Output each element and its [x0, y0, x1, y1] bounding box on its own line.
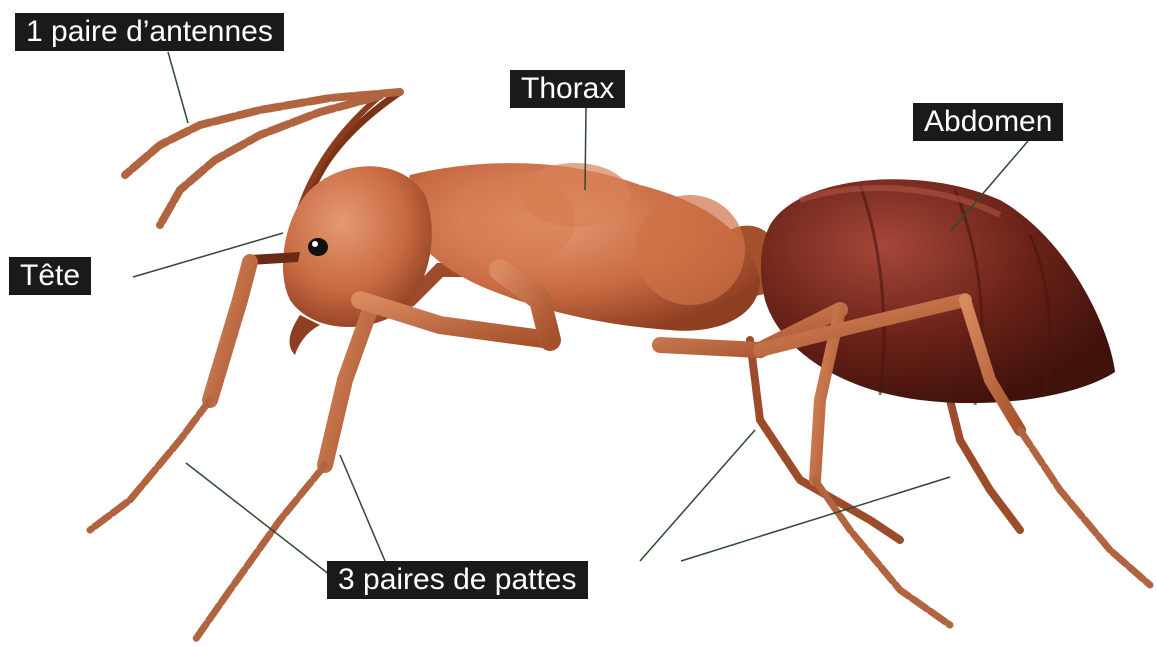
head [250, 166, 432, 355]
label-thorax: Thorax [510, 70, 625, 108]
abdomen [761, 179, 1115, 405]
eye-icon [308, 238, 328, 256]
thorax [400, 163, 760, 331]
label-legs: 3 paires de pattes [327, 561, 588, 599]
label-abdomen: Abdomen [913, 103, 1063, 141]
label-head: Tête [9, 257, 91, 295]
label-antennae: 1 paire d’antennes [15, 13, 284, 51]
